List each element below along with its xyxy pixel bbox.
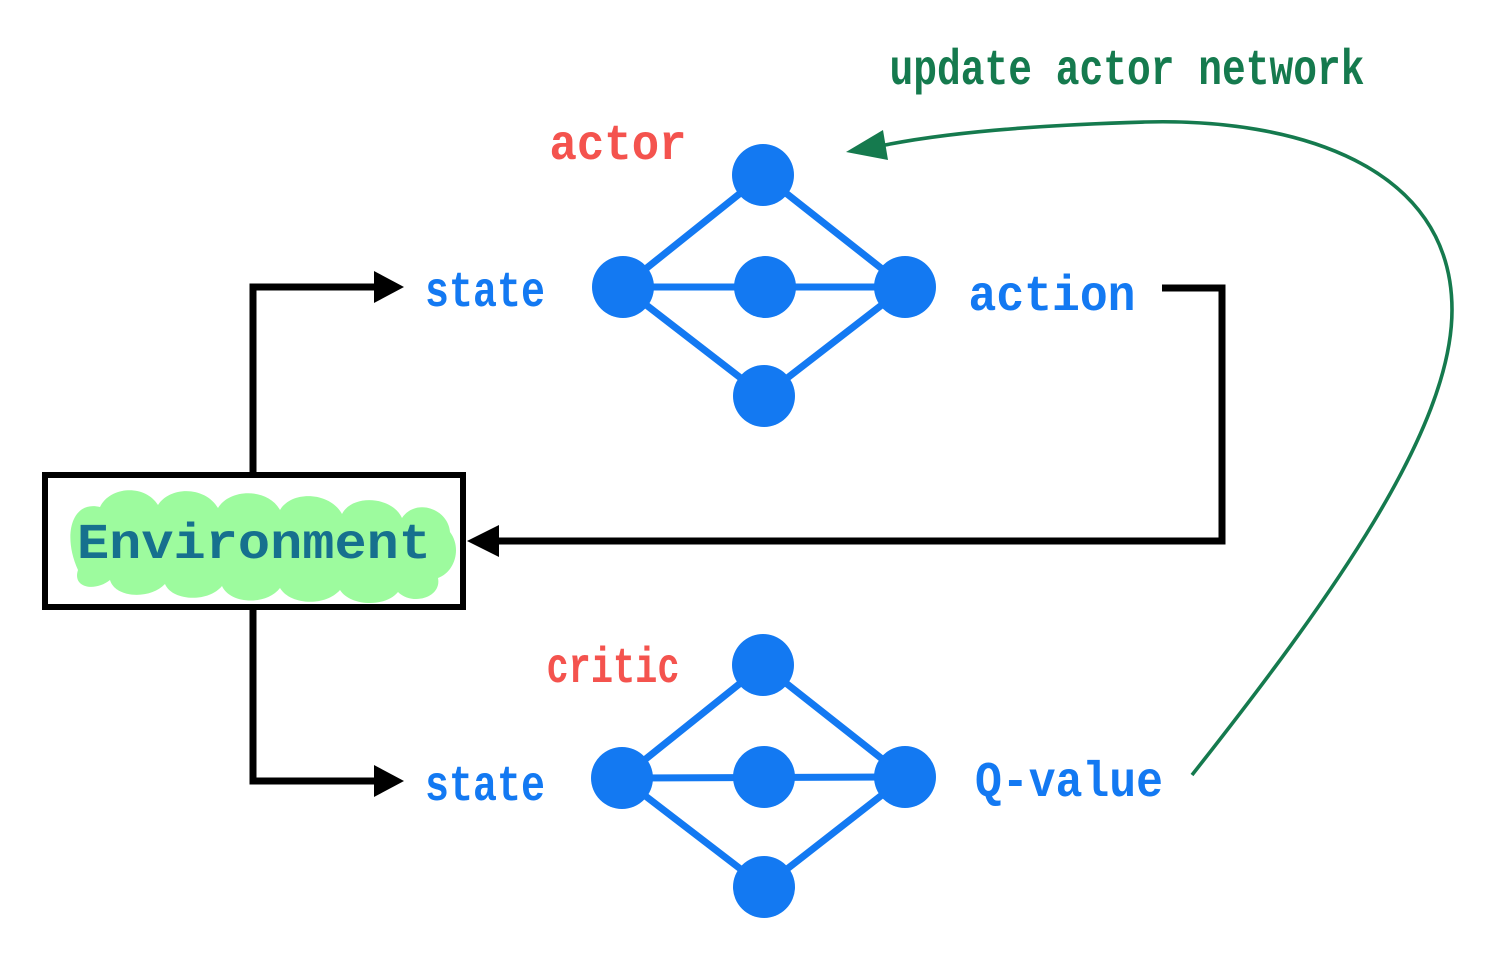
critic-node-right (874, 746, 936, 808)
critic-node-left (591, 747, 653, 809)
actor-node-bottom (733, 365, 795, 427)
actor-node-left (592, 256, 654, 318)
actor-action-label: action (969, 269, 1136, 326)
update-note-label: update actor network (890, 43, 1365, 100)
update-arrowhead-icon (846, 130, 888, 160)
environment-highlight-icon (70, 490, 457, 604)
actor-state-label: state (425, 265, 545, 322)
environment-box: Environment (42, 472, 466, 610)
actor-node-center (734, 256, 796, 318)
env-to-critic-arrow (249, 605, 404, 797)
critic-node-top (732, 634, 794, 696)
action-to-env-arrowhead-icon (467, 525, 499, 557)
actor-node-top (732, 144, 794, 206)
env-to-critic-line (249, 605, 378, 785)
critic-label: critic (547, 641, 680, 698)
env-to-actor-line (249, 283, 378, 477)
critic-node-bottom (733, 856, 795, 918)
update-arrow-curve (884, 119, 1454, 777)
critic-qvalue-label: Q-value (975, 755, 1163, 812)
actor-network (592, 144, 936, 427)
critic-node-center (733, 746, 795, 808)
critic-state-label: state (425, 759, 545, 816)
action-to-env-arrow (467, 284, 1226, 557)
environment-label: Environment (77, 517, 431, 574)
actor-label: actor (550, 118, 687, 175)
action-to-env-line (495, 284, 1226, 545)
critic-network (591, 634, 936, 918)
env-to-actor-arrow (249, 271, 404, 477)
env-to-critic-arrowhead-icon (374, 765, 404, 797)
update-actor-arrow (846, 119, 1454, 777)
env-to-actor-arrowhead-icon (374, 271, 404, 303)
actor-node-right (874, 256, 936, 318)
